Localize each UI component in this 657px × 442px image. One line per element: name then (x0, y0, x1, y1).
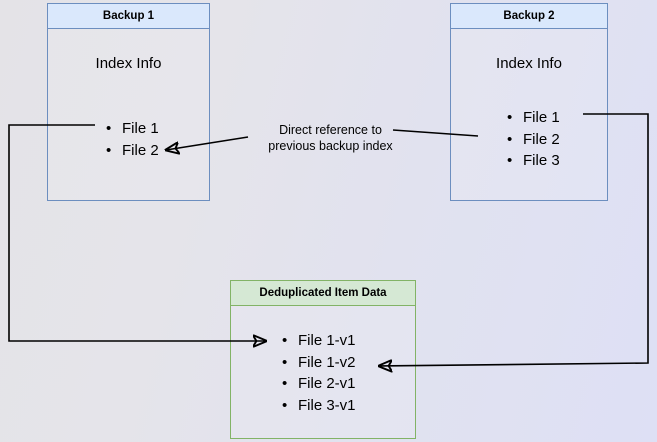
list-item: File 3 (507, 150, 560, 172)
list-item: File 1-v1 (282, 330, 356, 352)
backup-1-file-list: File 1 File 2 (106, 118, 159, 161)
node-backup-2-header: Backup 2 (451, 4, 607, 29)
list-item: File 3-v1 (282, 395, 356, 417)
edge-label-direct-reference: Direct reference to previous backup inde… (248, 123, 413, 154)
list-item: File 2 (507, 129, 560, 151)
node-dedup-header: Deduplicated Item Data (231, 281, 415, 306)
node-backup-2[interactable]: Backup 2 Index Info File 1 File 2 File 3 (450, 3, 608, 201)
edge-label-line-2: previous backup index (268, 138, 393, 153)
backup-1-index-info-label: Index Info (95, 55, 162, 72)
list-item: File 2-v1 (282, 373, 356, 395)
node-backup-1-body: Index Info File 1 File 2 (48, 29, 209, 200)
edge-label-line-1: Direct reference to (279, 123, 382, 137)
list-item: File 1-v2 (282, 352, 356, 374)
backup-2-file-list: File 1 File 2 File 3 (507, 107, 560, 172)
node-deduplicated-item-data[interactable]: Deduplicated Item Data File 1-v1 File 1-… (230, 280, 416, 439)
node-backup-2-body: Index Info File 1 File 2 File 3 (451, 29, 607, 200)
node-backup-1[interactable]: Backup 1 Index Info File 1 File 2 (47, 3, 210, 201)
node-dedup-body: File 1-v1 File 1-v2 File 2-v1 File 3-v1 (231, 306, 415, 438)
list-item: File 1 (507, 107, 560, 129)
backup-2-index-info-label: Index Info (496, 55, 562, 72)
dedup-file-list: File 1-v1 File 1-v2 File 2-v1 File 3-v1 (282, 330, 356, 416)
list-item: File 1 (106, 118, 159, 140)
node-backup-1-header: Backup 1 (48, 4, 209, 29)
list-item: File 2 (106, 140, 159, 162)
